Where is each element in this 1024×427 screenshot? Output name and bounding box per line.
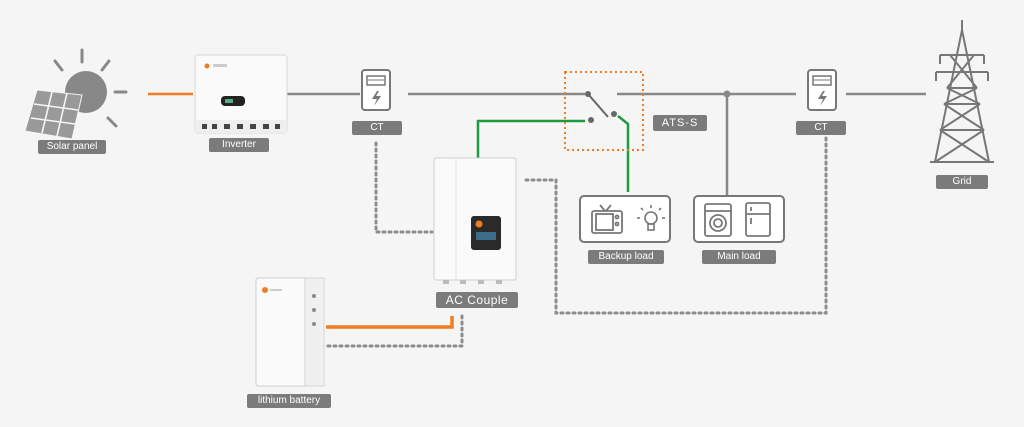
grid-label: Grid <box>936 175 988 189</box>
washing-machine-icon <box>704 203 732 237</box>
fridge-icon <box>745 202 771 237</box>
ac-couple-label: AC Couple <box>436 292 518 308</box>
ct-right-label: CT <box>796 121 846 135</box>
lithium-battery-device <box>255 277 325 387</box>
main-load-box <box>693 195 785 243</box>
ats-switch-icon <box>568 91 632 123</box>
ats-to-backup-line <box>617 115 630 192</box>
ats-switch-box <box>564 71 644 151</box>
junction-dot <box>723 90 731 98</box>
grid-tower-icon <box>930 20 994 163</box>
ac-bus-line <box>287 92 926 196</box>
solar-panel-icon <box>24 48 128 140</box>
battery-label: lithium battery <box>247 394 331 408</box>
backup-load-box <box>579 195 671 243</box>
ac-couple-to-ats-line <box>476 119 585 158</box>
battery-dc-line <box>326 316 454 329</box>
ac-couple-device <box>433 157 517 284</box>
inverter-label: Inverter <box>209 138 269 152</box>
tv-icon <box>591 204 623 234</box>
comm-lines <box>326 133 828 348</box>
ct-left-label: CT <box>352 121 402 135</box>
solar-panel-label: Solar panel <box>38 140 106 154</box>
ct-meter-right <box>807 69 837 111</box>
ats-label: ATS-S <box>653 115 707 131</box>
bulb-icon <box>637 205 665 231</box>
ct-meter-left <box>361 69 391 111</box>
backup-load-label: Backup load <box>588 250 664 264</box>
inverter-device <box>194 54 288 134</box>
main-load-label: Main load <box>702 250 776 264</box>
